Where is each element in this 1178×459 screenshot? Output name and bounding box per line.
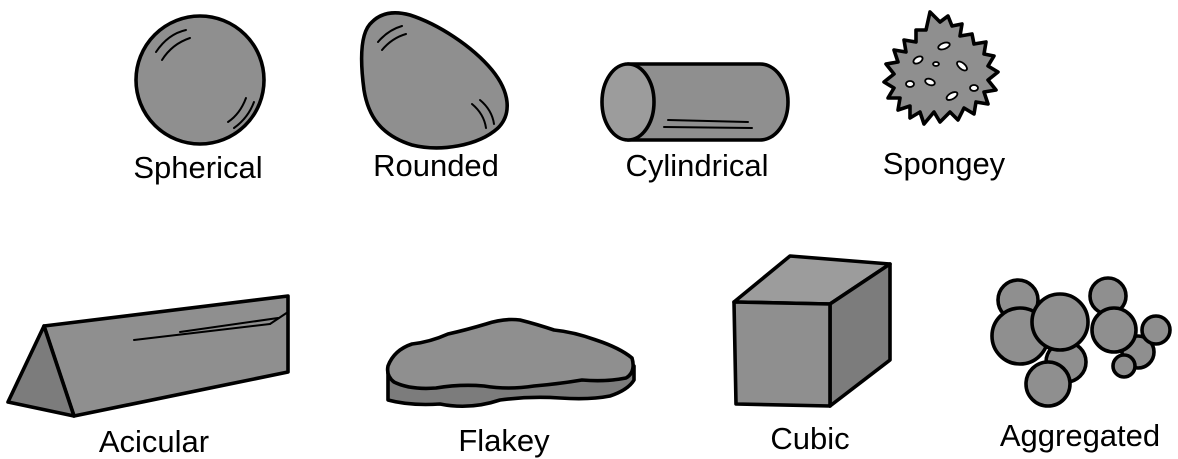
acicular-label: Acicular: [99, 426, 209, 457]
flakey-shape: [388, 320, 634, 407]
cylindrical-shape: [602, 64, 788, 140]
spongey-shape: [884, 12, 998, 124]
cubic-shape: [734, 256, 890, 406]
aggregated-label: Aggregated: [1000, 420, 1160, 451]
cubic-label: Cubic: [770, 423, 849, 454]
spherical-label: Spherical: [133, 152, 262, 183]
flakey-label: Flakey: [458, 425, 549, 456]
acicular-shape: [8, 296, 288, 416]
rounded-label: Rounded: [373, 150, 499, 181]
cylindrical-label: Cylindrical: [626, 150, 769, 181]
spherical-shape: [136, 16, 264, 144]
spongey-label: Spongey: [883, 148, 1005, 179]
rounded-shape: [362, 13, 508, 148]
aggregated-shape: [992, 278, 1170, 406]
